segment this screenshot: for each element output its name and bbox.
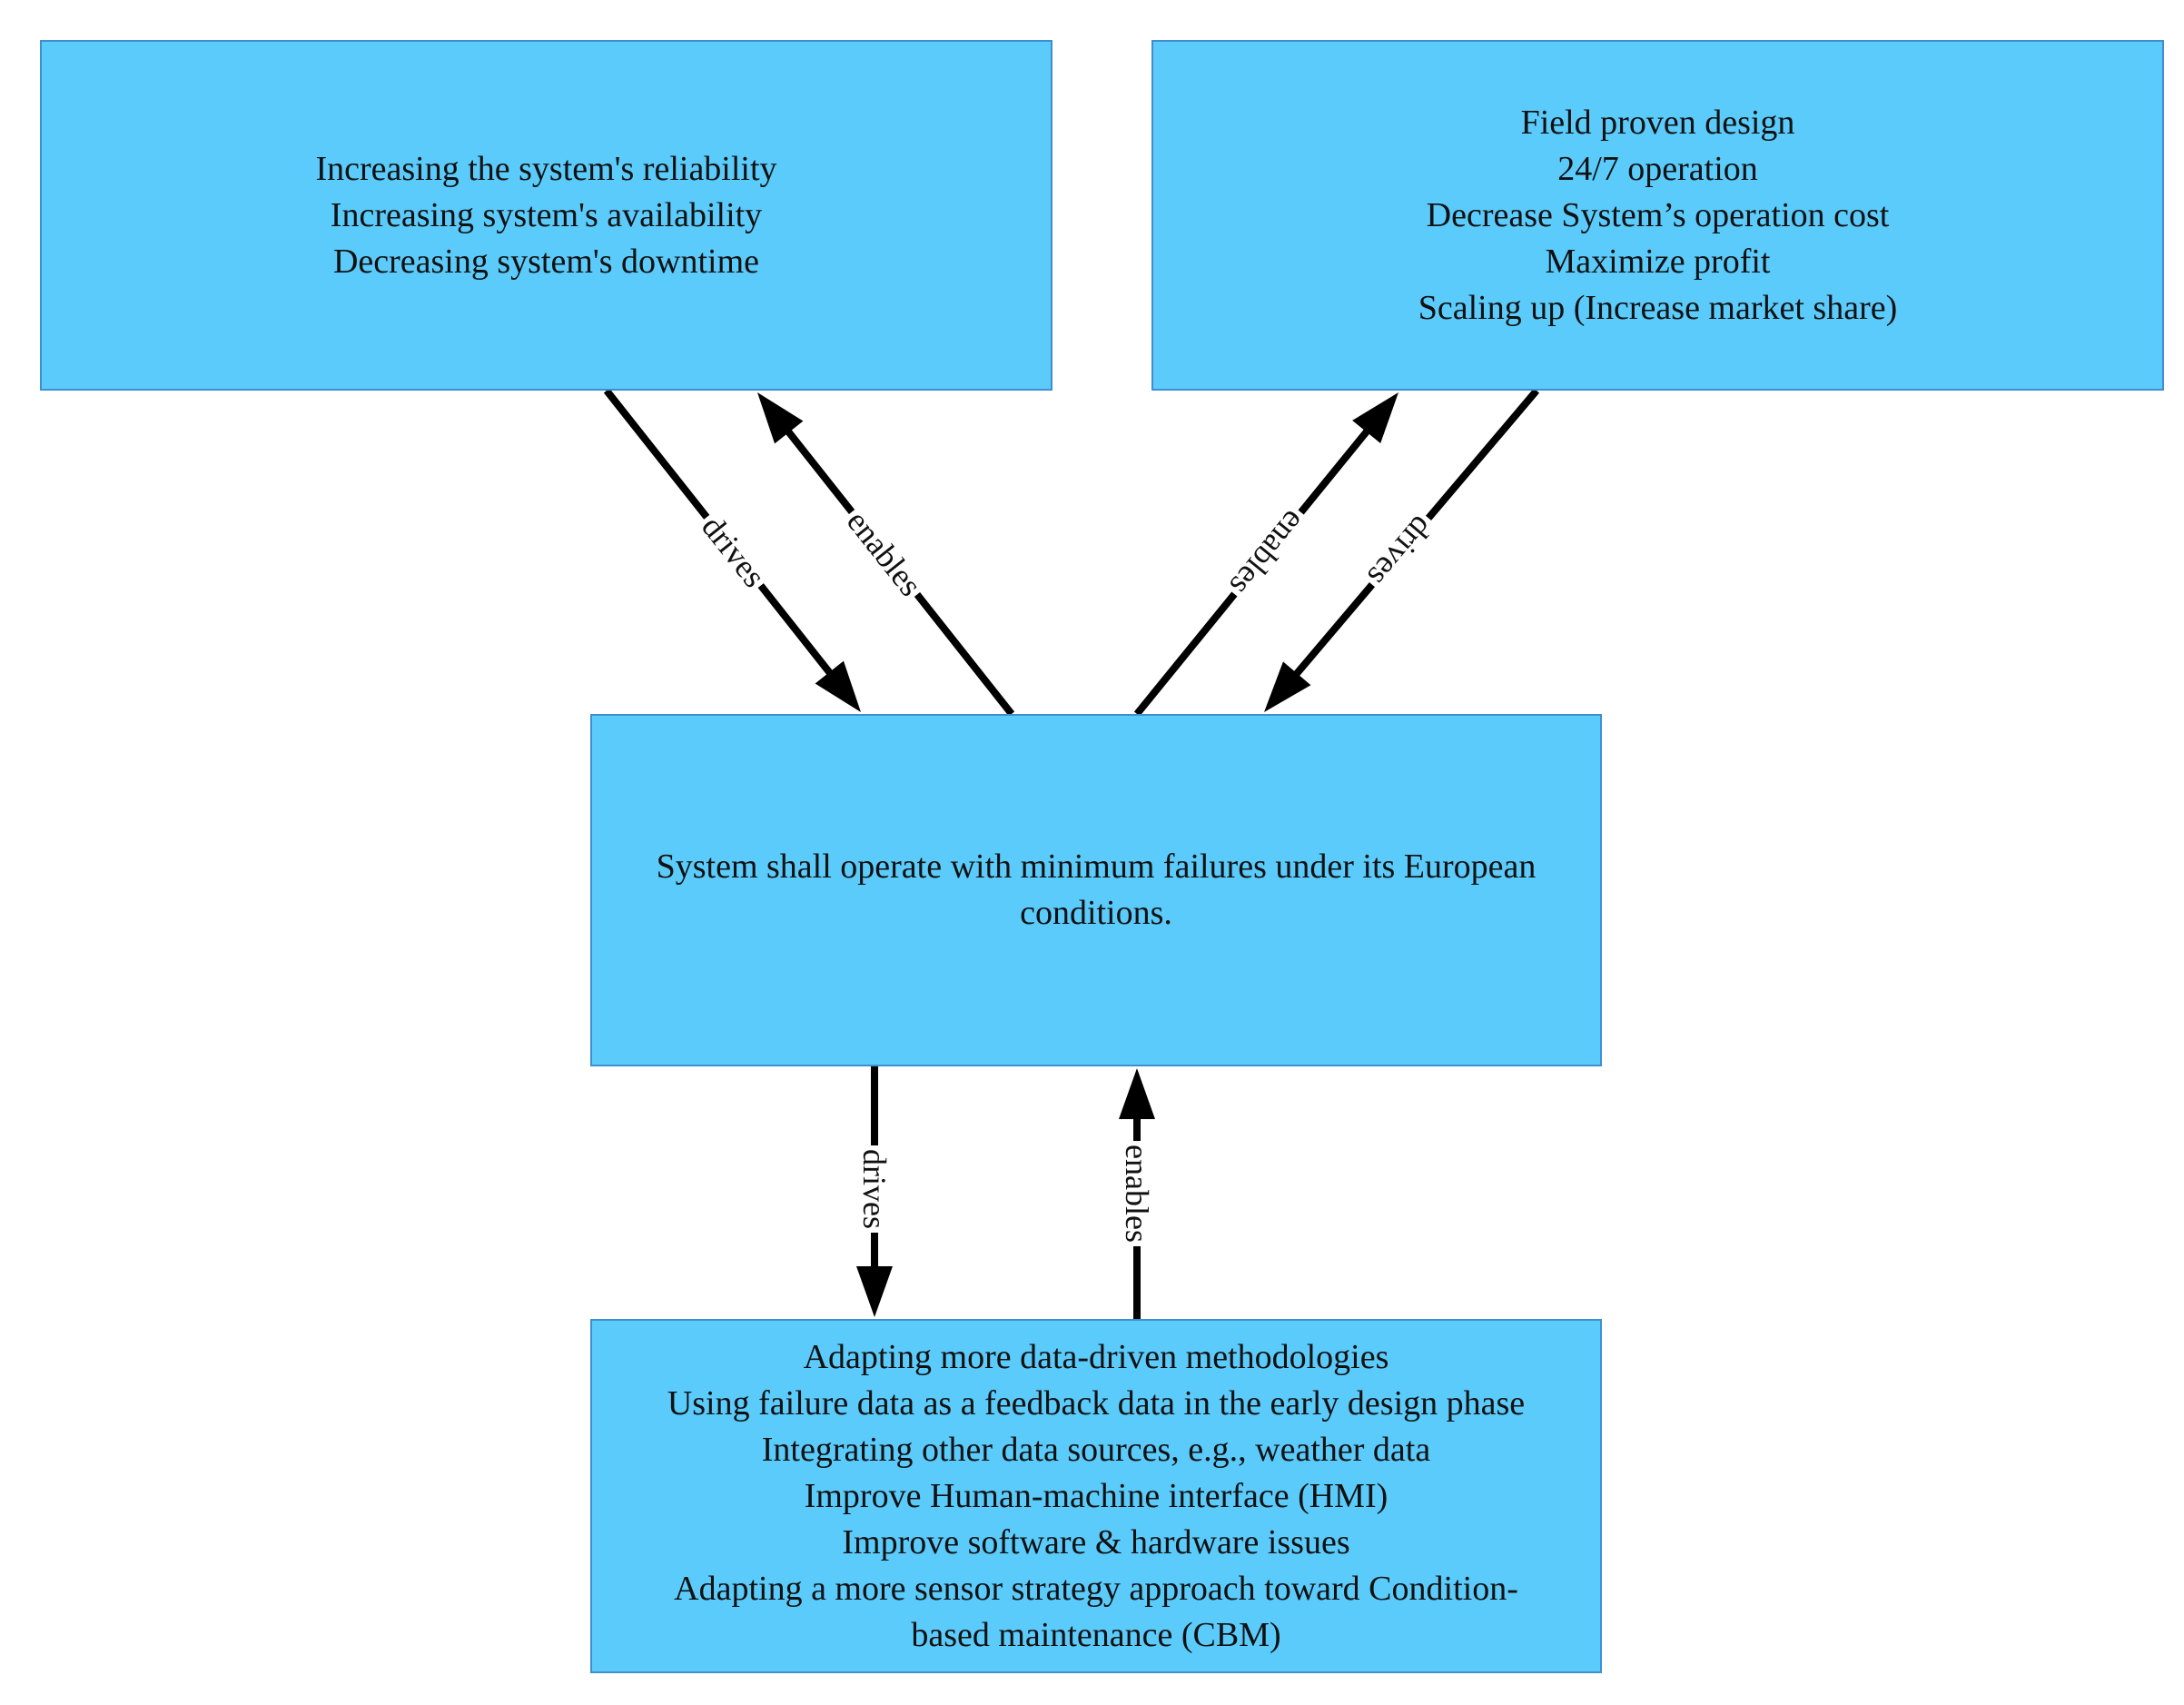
- arrowhead-actions-enables-central: [1119, 1068, 1155, 1119]
- edge-label-group-central-enables-reliability: enables: [838, 501, 931, 605]
- edge-label-background: [694, 507, 774, 596]
- actions-line-1: Adapting more data-driven methodologies: [803, 1337, 1389, 1376]
- central-line-2: conditions.: [1020, 894, 1172, 932]
- actions-line-4: Improve Human-machine interface (HMI): [804, 1476, 1388, 1515]
- edge-label-drives: drives: [856, 1149, 893, 1229]
- edge-label-background: [858, 1145, 891, 1233]
- reliability-line-2: Increasing system's availability: [330, 195, 763, 234]
- edge-central-enables-reliability: enables: [757, 392, 1015, 717]
- edge-label-group-actions-enables-central: enables: [1119, 1141, 1155, 1246]
- edge-central-enables-business: enables: [1133, 392, 1398, 717]
- edge-label-enables: enables: [840, 503, 929, 602]
- edge-label-group-central-drives-actions: drives: [856, 1145, 893, 1233]
- edge-label-background: [838, 501, 931, 605]
- edge-label-background: [1121, 1141, 1153, 1246]
- arrowhead-reliability-drives-central: [815, 660, 861, 712]
- improvement-actions-box: Adapting more data-driven methodologies …: [590, 1319, 1602, 1673]
- business-line-4: Maximize profit: [1545, 242, 1771, 281]
- central-requirement-box: System shall operate with minimum failur…: [590, 714, 1602, 1066]
- edge-actions-enables-central: enables: [1119, 1068, 1155, 1319]
- actions-line-6: Adapting a more sensor strategy approach…: [674, 1569, 1518, 1608]
- reliability-line-3: Decreasing system's downtime: [332, 242, 760, 281]
- business-line-2: 24/7 operation: [1557, 149, 1758, 188]
- edge-reliability-drives-central: drives: [603, 388, 861, 712]
- central-line-1: System shall operate with minimum failur…: [656, 848, 1537, 886]
- actions-line-3: Integrating other data sources, e.g., we…: [761, 1430, 1431, 1469]
- edge-central-drives-actions: drives: [856, 1061, 893, 1317]
- edge-label-group-reliability-drives-central: drives: [694, 507, 774, 596]
- arrowhead-central-enables-business: [1352, 392, 1398, 444]
- business-goals-box: Field proven design 24/7 operation Decre…: [1151, 40, 2164, 391]
- edge-label-enables: enables: [1119, 1145, 1155, 1243]
- reliability-line-1: Increasing the system's reliability: [315, 149, 777, 188]
- actions-line-5: Improve software & hardware issues: [842, 1522, 1350, 1561]
- actions-line-7: based maintenance (CBM): [911, 1615, 1281, 1654]
- edge-label-background: [1221, 501, 1314, 605]
- edge-label-enables: enables: [1222, 504, 1312, 603]
- edge-business-drives-central: drives: [1264, 388, 1540, 712]
- business-line-5: Scaling up (Increase market share): [1418, 288, 1898, 327]
- edge-label-background: [1359, 507, 1441, 596]
- reliability-goals-box: Increasing the system's reliability Incr…: [40, 40, 1052, 391]
- edge-label-group-business-drives-central: drives: [1359, 507, 1441, 596]
- edge-label-group-central-enables-business: enables: [1221, 501, 1314, 605]
- business-line-3: Decrease System’s operation cost: [1426, 195, 1890, 234]
- business-line-1: Field proven design: [1520, 103, 1795, 142]
- arrowhead-business-drives-central: [1264, 661, 1311, 712]
- arrowhead-central-enables-reliability: [757, 392, 804, 444]
- arrowhead-central-drives-actions: [856, 1266, 893, 1317]
- actions-line-2: Using failure data as a feedback data in…: [667, 1383, 1526, 1422]
